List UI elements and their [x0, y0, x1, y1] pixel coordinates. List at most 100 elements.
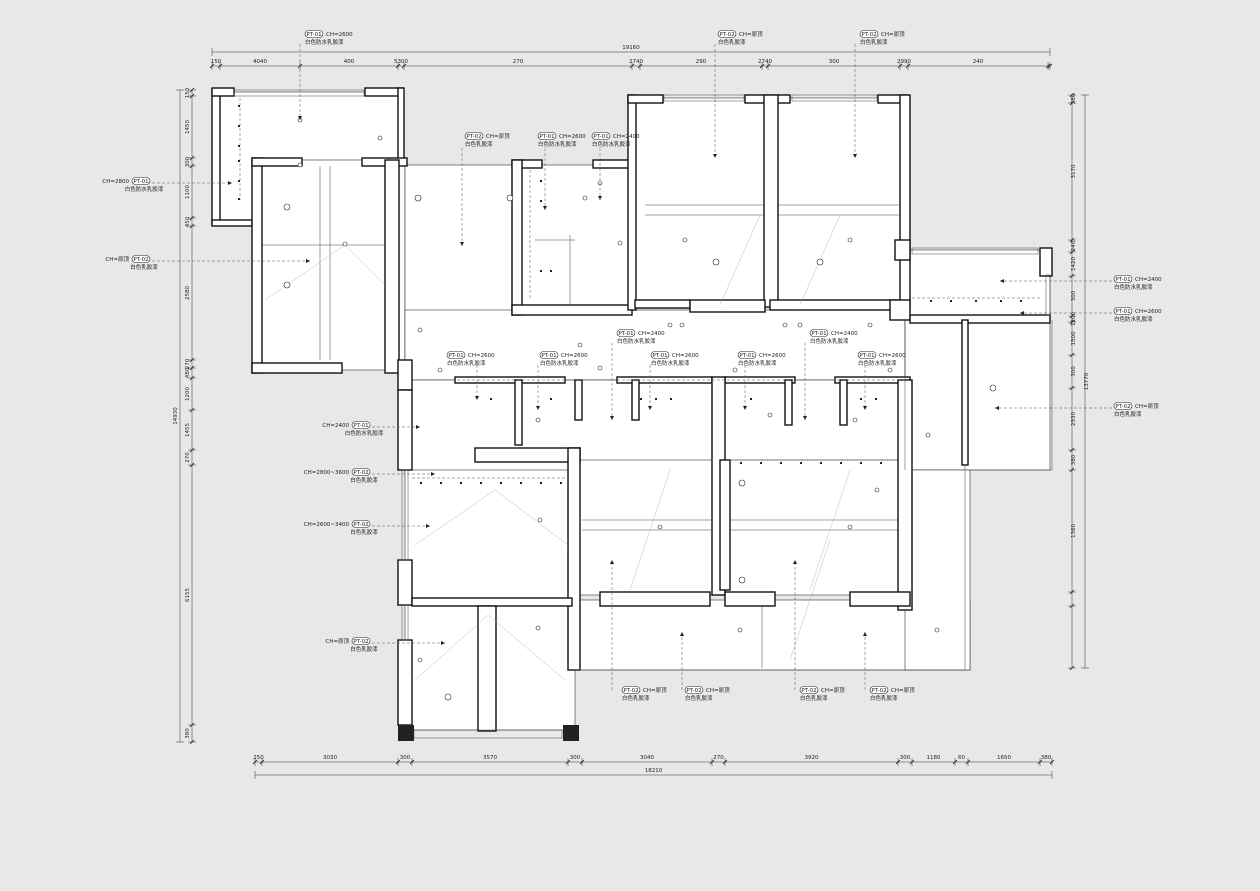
dimension-label: 480 [185, 367, 191, 378]
tag-ceiling-height: CH=原顶 [706, 687, 730, 694]
tag-code: PT-02 [623, 688, 638, 694]
tag-ceiling-height: CH=2600 [879, 353, 906, 359]
dimension-label: 150 [185, 87, 191, 98]
dimension-label: 300 [1071, 290, 1077, 301]
tag-finish: 白色防水乳胶漆 [125, 185, 164, 193]
tag-code: PT-01 [541, 353, 556, 359]
dimension-label: 3920 [805, 755, 819, 761]
leader-arrow-icon [536, 406, 540, 410]
tag-finish: 白色防水乳胶漆 [592, 140, 631, 148]
tag-code: PT-01 [1115, 309, 1130, 315]
dimension-chain-right: 3803170240142030012001500300293038013601… [1068, 92, 1090, 671]
tag-ceiling-height: CH=2800 [102, 179, 129, 185]
dimension-label: 300 [185, 156, 191, 167]
tag-ceiling-height: CH=原顶 [891, 687, 915, 694]
leader-arrow-icon [853, 154, 857, 158]
dimension-total-bottom: 18210 [645, 768, 663, 774]
tag-code: PT-02 [466, 134, 481, 140]
tag-finish: 白色乳胶漆 [130, 263, 158, 271]
tag-code: PT-02 [871, 688, 886, 694]
tag-ceiling-height: CH=原顶 [643, 687, 667, 694]
dimension-total-left: 14930 [173, 407, 179, 425]
dimension-label: 2990 [897, 59, 911, 65]
leader-arrow-icon [743, 406, 747, 410]
tag-ceiling-height: CH=2400 [613, 134, 640, 140]
tag-finish: 白色防水乳胶漆 [1114, 283, 1153, 291]
leader-arrow-icon [475, 396, 479, 400]
dimension-label: 1650 [997, 755, 1011, 761]
tag-finish: 白色防水乳胶漆 [617, 337, 656, 345]
tag-code: PT-01 [1115, 277, 1130, 283]
dimension-label: 5300 [394, 59, 408, 65]
tag-finish: 白色乳胶漆 [718, 38, 746, 46]
tag-ceiling-height: CH=原顶 [486, 133, 510, 140]
tag-finish: 白色乳胶漆 [870, 694, 898, 702]
dimension-label: 4040 [253, 59, 267, 65]
tag-finish: 白色防水乳胶漆 [810, 337, 849, 345]
dimension-label: 3030 [323, 755, 337, 761]
leader-arrow-icon [306, 259, 310, 263]
leader-arrow-icon [416, 425, 420, 429]
leader-arrow-icon [610, 560, 614, 564]
dimension-label: 3040 [640, 755, 654, 761]
tag-code: PT-01 [593, 134, 608, 140]
leader-arrow-icon [1000, 279, 1004, 283]
tag-code: PT-02 [1115, 404, 1130, 410]
leader-arrow-icon [995, 406, 999, 410]
leader-arrow-icon [803, 416, 807, 420]
tag-finish: 白色乳胶漆 [1114, 410, 1142, 418]
dimension-label: 150 [211, 59, 222, 65]
tag-finish: 白色乳胶漆 [685, 694, 713, 702]
tag-code: PT-01 [306, 32, 321, 38]
dimension-label: 6155 [185, 588, 191, 602]
dimension-label: 250 [253, 755, 264, 761]
tag-finish: 白色防水乳胶漆 [447, 359, 486, 367]
tag-finish: 白色防水乳胶漆 [858, 359, 897, 367]
leader-arrow-icon [680, 632, 684, 636]
leader-arrow-icon [431, 472, 435, 476]
tag-finish: 白色防水乳胶漆 [1114, 315, 1153, 323]
tag-ceiling-height: CH=2400 [831, 331, 858, 337]
dimension-label: 1360 [1071, 524, 1077, 538]
dimension-label: 290 [696, 59, 707, 65]
tag-ceiling-height: CH=原顶 [821, 687, 845, 694]
leader-arrow-icon [543, 206, 547, 210]
tag-code: PT-01 [448, 353, 463, 359]
leader-arrow-icon [441, 641, 445, 645]
tag-code: PT-01 [353, 423, 368, 429]
dimension-label: 270 [185, 452, 191, 463]
tag-ceiling-height: CH=2400 [1135, 277, 1162, 283]
dimension-label: 1180 [927, 755, 941, 761]
dimension-chain-left: 1501450300110045025802704801200145527061… [173, 87, 196, 745]
dimension-label: 300 [1071, 366, 1077, 377]
tag-ceiling-height: CH=2600 [326, 32, 353, 38]
tag-finish: 白色乳胶漆 [860, 38, 888, 46]
tag-ceiling-height: CH=原顶 [105, 256, 129, 263]
tag-code: PT-01 [618, 331, 633, 337]
tag-ceiling-height: CH=2600 [759, 353, 786, 359]
tag-code: PT-02 [133, 257, 148, 263]
tag-ceiling-height: CH=2600~3400 [304, 522, 350, 528]
leader-arrow-icon [793, 560, 797, 564]
tag-ceiling-height: CH=2800~3600 [304, 470, 350, 476]
tag-finish: 白色乳胶漆 [622, 694, 650, 702]
tag-finish: 白色防水乳胶漆 [540, 359, 579, 367]
leader-arrow-icon [228, 181, 232, 185]
dimension-label: 240 [973, 59, 984, 65]
